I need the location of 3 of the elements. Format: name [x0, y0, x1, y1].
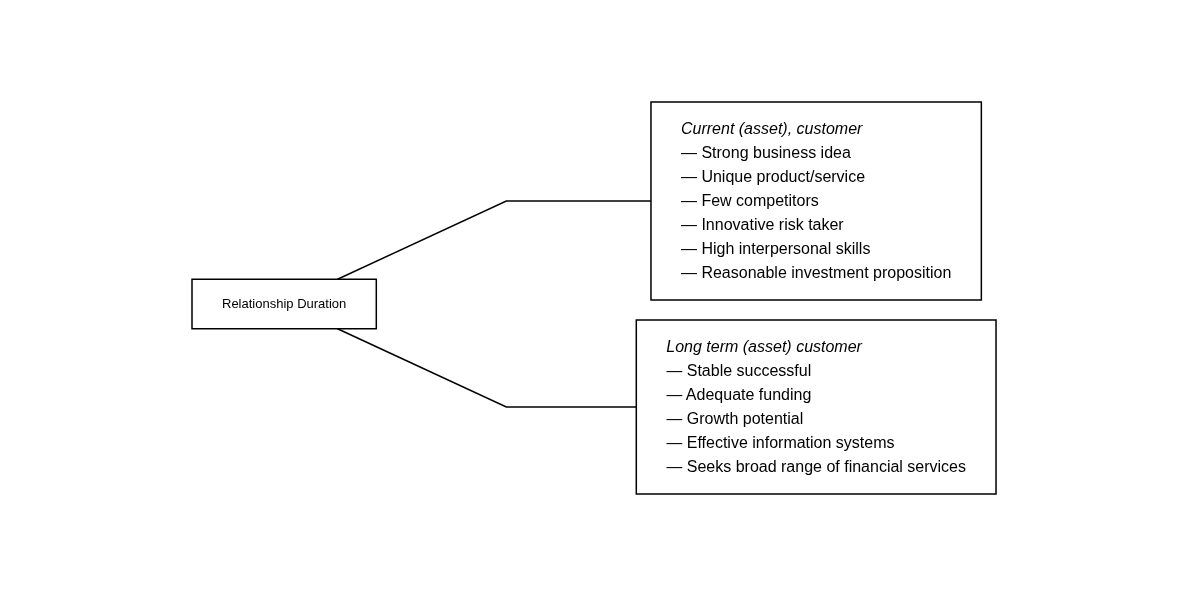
node-box: Long term (asset) customer — Stable successful — Adequate funding — Growth potential — Effective information systems — Seeks broad range of financial services [635, 318, 997, 495]
node-box: Relationship Duration [191, 278, 378, 329]
node-box: Current (asset), customer — Strong business idea — Unique product/service — Few competitors — Innovative risk taker — High interpersonal skills — Reasonable investment proposition [650, 100, 983, 301]
